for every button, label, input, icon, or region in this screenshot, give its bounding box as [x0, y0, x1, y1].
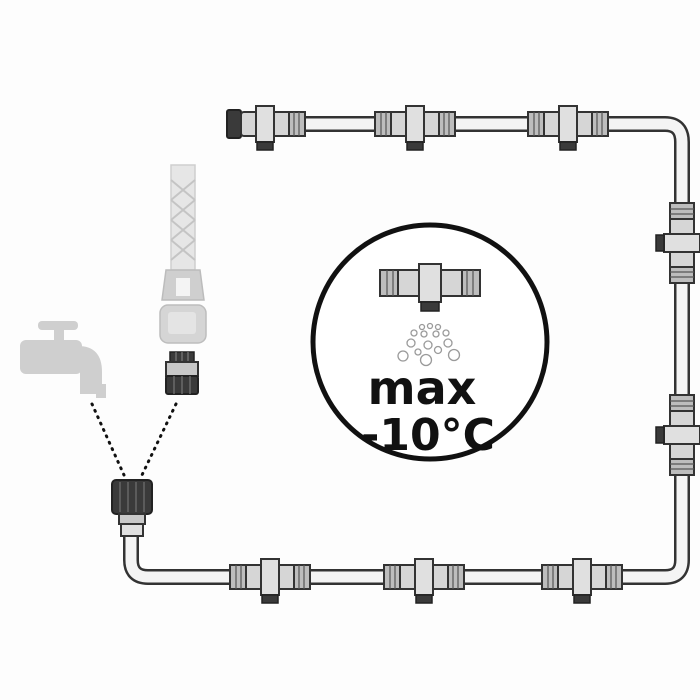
mist-nozzle-icon — [379, 263, 481, 312]
tee-fitting-icon — [655, 202, 700, 284]
tap-adapter-icon — [111, 479, 153, 537]
pipe-fill — [125, 118, 688, 583]
quick-connector-icon — [165, 351, 199, 395]
dotted-guide-line — [140, 402, 178, 477]
water-mist-droplets — [397, 322, 461, 367]
tee-fitting-icon — [541, 558, 623, 604]
hose-icon — [159, 164, 207, 344]
dotted-guide-line — [90, 402, 126, 477]
tap-icon — [20, 321, 106, 398]
tee-fitting-icon — [655, 394, 700, 476]
tee-fitting-icon — [527, 105, 609, 151]
callout-temperature-label: -10°C — [361, 410, 495, 461]
end-cap-icon — [226, 105, 306, 151]
frost-resistance-callout: max -10°C — [310, 222, 550, 462]
tee-fitting-icon — [374, 105, 456, 151]
callout-max-label: max — [368, 361, 477, 415]
tee-fitting-icon — [383, 558, 465, 604]
tee-fitting-icon — [229, 558, 311, 604]
